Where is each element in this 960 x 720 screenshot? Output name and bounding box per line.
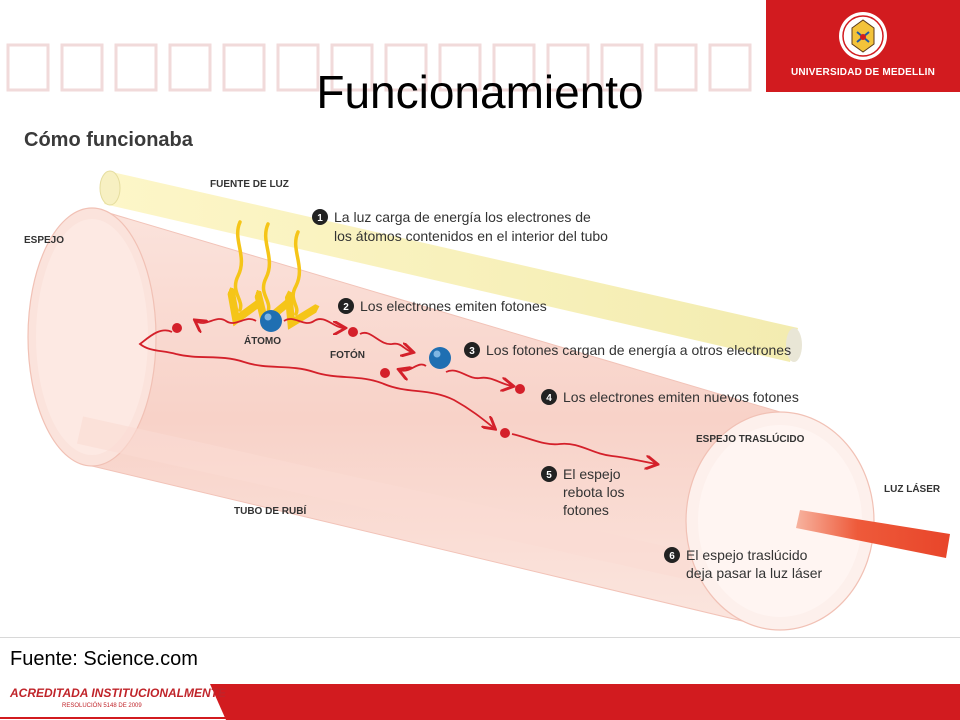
university-logo: UNIVERSIDAD DE MEDELLIN <box>766 0 960 92</box>
step-number: 5 <box>546 470 552 481</box>
photon-dot <box>348 327 358 337</box>
logo-text: UNIVERSIDAD DE MEDELLIN <box>790 67 936 78</box>
step-3-text: Los fotones cargan de energía a otros el… <box>486 342 791 358</box>
crest-icon <box>839 12 887 60</box>
atom-icon <box>260 310 282 332</box>
step-number: 3 <box>469 346 475 357</box>
step-number: 2 <box>343 302 349 313</box>
step-markers: 1 2 3 4 5 6 <box>312 209 680 563</box>
step-1-line-2: los átomos contenidos en el interior del… <box>334 228 608 244</box>
photon-dot <box>380 368 390 378</box>
step-4-text: Los electrones emiten nuevos fotones <box>563 389 799 405</box>
step-2-text: Los electrones emiten fotones <box>360 298 547 314</box>
separator-line <box>0 637 960 638</box>
step-6-line-2: deja pasar la luz láser <box>686 565 823 581</box>
step-5-line-1: El espejo <box>563 466 621 482</box>
watermark-pattern <box>6 43 752 92</box>
photons <box>172 323 525 438</box>
step-1-line-1: La luz carga de energía los electrones d… <box>334 209 591 225</box>
photon-dot <box>515 384 525 394</box>
label-atomo: ÁTOMO <box>244 334 281 347</box>
step-number: 4 <box>546 393 552 404</box>
photon-dot <box>500 428 510 438</box>
photon-paths <box>138 318 656 464</box>
slide-title: Funcionamiento <box>316 66 644 118</box>
step-5-line-2: rebota los <box>563 484 624 500</box>
step-number: 6 <box>669 551 675 562</box>
laser-beam <box>796 510 950 558</box>
light-source-tube <box>99 170 802 362</box>
label-luz-laser: LUZ LÁSER <box>884 482 941 495</box>
footer-resolution: RESOLUCIÓN 5148 DE 2009 <box>62 703 142 709</box>
atoms <box>260 310 451 369</box>
label-espejo-traslucido: ESPEJO TRASLÚCIDO <box>696 432 805 445</box>
label-espejo: ESPEJO <box>24 235 64 246</box>
step-number: 1 <box>317 213 323 224</box>
energy-arrows <box>235 220 299 314</box>
diagram-heading: Cómo funcionaba <box>24 129 194 151</box>
footer-accreditation: ACREDITADA INSTITUCIONALMENTE <box>10 686 226 700</box>
step-5-line-3: fotones <box>563 502 609 518</box>
source-caption: Fuente: Science.com <box>10 648 198 670</box>
label-foton: FOTÓN <box>330 348 365 361</box>
label-fuente-luz: FUENTE DE LUZ <box>210 179 289 190</box>
label-tubo-rubi: TUBO DE RUBÍ <box>234 504 306 517</box>
laser-diagram: Cómo funcionaba <box>24 129 950 631</box>
photon-dot <box>172 323 182 333</box>
atom-icon <box>429 347 451 369</box>
step-6-line-1: El espejo traslúcido <box>686 547 808 563</box>
footer-bar <box>0 684 960 720</box>
